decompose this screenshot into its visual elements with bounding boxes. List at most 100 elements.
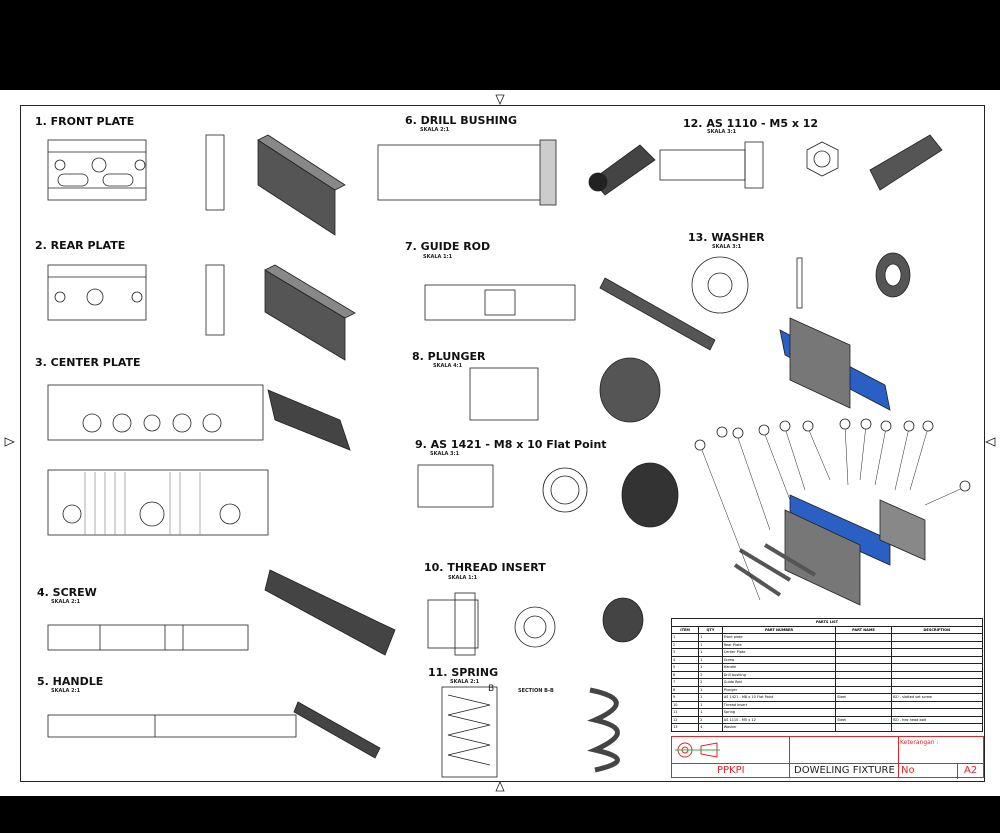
drill-bushing-views xyxy=(377,139,656,206)
section-title-thread-insert: 10. THREAD INSERT xyxy=(424,561,546,574)
section-title-screw: 4. SCREW xyxy=(37,586,97,599)
parts-list-cell: Steel xyxy=(835,715,892,724)
parts-list-cell: 5 xyxy=(670,663,700,672)
scale-bolt: SKALA 3:1 xyxy=(707,129,737,135)
parts-list-cell: 11 xyxy=(670,708,700,717)
center-mark-bottom xyxy=(495,781,505,792)
parts-list-cell: 2 xyxy=(698,670,723,679)
parts-list-cell xyxy=(890,685,984,694)
parts-list-cell: 13 xyxy=(670,723,700,732)
header-description: DESCRIPTION xyxy=(890,625,984,634)
scale-set-screw: SKALA 3:1 xyxy=(430,451,460,457)
parts-list-cell: Center Plate xyxy=(721,648,837,657)
parts-list-cell: Screw xyxy=(721,655,837,664)
parts-list-cell xyxy=(835,723,892,732)
parts-list-cell: AS 1110 - M5 x 12 xyxy=(721,715,837,724)
drawing-number-label: No xyxy=(901,765,915,776)
section-title-front-plate: 1. FRONT PLATE xyxy=(35,115,135,128)
parts-list-cell xyxy=(890,670,984,679)
scale-plunger: SKALA 4:1 xyxy=(433,363,463,369)
parts-list-cell: 7 xyxy=(670,678,700,687)
spring-section-marker: B xyxy=(488,684,495,694)
scale-screw: SKALA 2:1 xyxy=(51,599,81,605)
assembly-isometric xyxy=(694,317,971,606)
parts-list-table: PARTS LIST ITEM QTY PART NUMBER PART NAM… xyxy=(670,618,984,732)
set-screw-views xyxy=(417,462,679,528)
company-name: PPKPI xyxy=(717,765,745,776)
parts-list-cell: Guide Rod xyxy=(721,678,837,687)
parts-list-title: PARTS LIST xyxy=(671,618,983,627)
parts-list-cell: 6 xyxy=(670,670,700,679)
parts-list-cell: AS 1421 - M8 x 10 Flat Point xyxy=(721,693,837,702)
parts-list-cell: 1 xyxy=(670,633,700,642)
projection-symbol-icon xyxy=(675,742,720,758)
parts-list-cell: Spring xyxy=(721,708,837,717)
center-mark-top xyxy=(495,94,505,105)
parts-list-cell: 1 xyxy=(698,663,723,672)
parts-list-cell: 4 xyxy=(670,655,700,664)
scale-handle: SKALA 2:1 xyxy=(51,688,81,694)
section-title-handle: 5. HANDLE xyxy=(37,675,104,688)
parts-list-cell: 1 xyxy=(698,685,723,694)
scale-drill-bushing: SKALA 2:1 xyxy=(420,127,450,133)
spring-views xyxy=(441,686,620,778)
parts-list-cell: ISO - slotted set screw xyxy=(890,693,984,702)
section-title-plunger: 8. PLUNGER xyxy=(412,350,486,363)
center-mark-right xyxy=(985,437,996,447)
parts-list-cell xyxy=(890,640,984,649)
guide-rod-views xyxy=(424,277,716,351)
parts-list-cell: 3 xyxy=(670,648,700,657)
parts-list-cell xyxy=(890,708,984,717)
parts-list-cell: Steel xyxy=(835,693,892,702)
section-title-washer: 13. WASHER xyxy=(688,231,765,244)
center-plate-views xyxy=(47,384,351,536)
parts-list-cell: 10 xyxy=(670,700,700,709)
section-title-spring: 11. SPRING xyxy=(428,666,499,679)
parts-list-cell: 2 xyxy=(698,715,723,724)
title-block: Keterangan : PPKPI DOWELING FIXTURE No A… xyxy=(671,736,984,779)
thread-insert-views xyxy=(427,592,644,656)
parts-list-cell: Front plate xyxy=(721,633,837,642)
washer-views xyxy=(691,252,911,314)
parts-list-cell xyxy=(890,655,984,664)
scale-spring: SKALA 2:1 xyxy=(450,679,480,685)
plunger-views xyxy=(469,357,661,423)
parts-list-cell: 2 xyxy=(670,640,700,649)
parts-list-cell: 12 xyxy=(670,715,700,724)
parts-list-cell: Thread insert xyxy=(721,700,837,709)
parts-list-cell xyxy=(890,663,984,672)
drawing-frame xyxy=(20,105,985,782)
parts-list-cell: 1 xyxy=(698,648,723,657)
parts-list-cell xyxy=(835,685,892,694)
section-title-set-screw: 9. AS 1421 - M8 x 10 Flat Point xyxy=(415,438,607,451)
scale-washer: SKALA 3:1 xyxy=(712,244,742,250)
section-title-center-plate: 3. CENTER PLATE xyxy=(35,356,141,369)
parts-list-cell: 1 xyxy=(698,708,723,717)
section-title-bolt: 12. AS 1110 - M5 x 12 xyxy=(683,117,819,130)
parts-list-cell: 1 xyxy=(698,700,723,709)
parts-list-cell xyxy=(835,648,892,657)
parts-list-cell: ISO - hex head bolt xyxy=(890,715,984,724)
parts-list-cell xyxy=(890,648,984,657)
parts-list-cell: 8 xyxy=(670,685,700,694)
drawing-title: DOWELING FIXTURE xyxy=(794,765,895,776)
header-qty: QTY xyxy=(698,625,723,634)
spring-section-label: SECTION B-B xyxy=(518,688,554,694)
parts-list-cell: 1 xyxy=(698,693,723,702)
parts-list-cell xyxy=(890,700,984,709)
header-part-name: PART NAME xyxy=(835,625,892,634)
parts-list-cell: 1 xyxy=(698,655,723,664)
parts-list-cell: 1 xyxy=(698,633,723,642)
handle-views xyxy=(47,701,381,759)
parts-list-cell xyxy=(835,670,892,679)
parts-list-cell: Drill bushing xyxy=(721,670,837,679)
scale-thread-insert: SKALA 1:1 xyxy=(448,575,478,581)
bolt-views xyxy=(659,134,943,191)
